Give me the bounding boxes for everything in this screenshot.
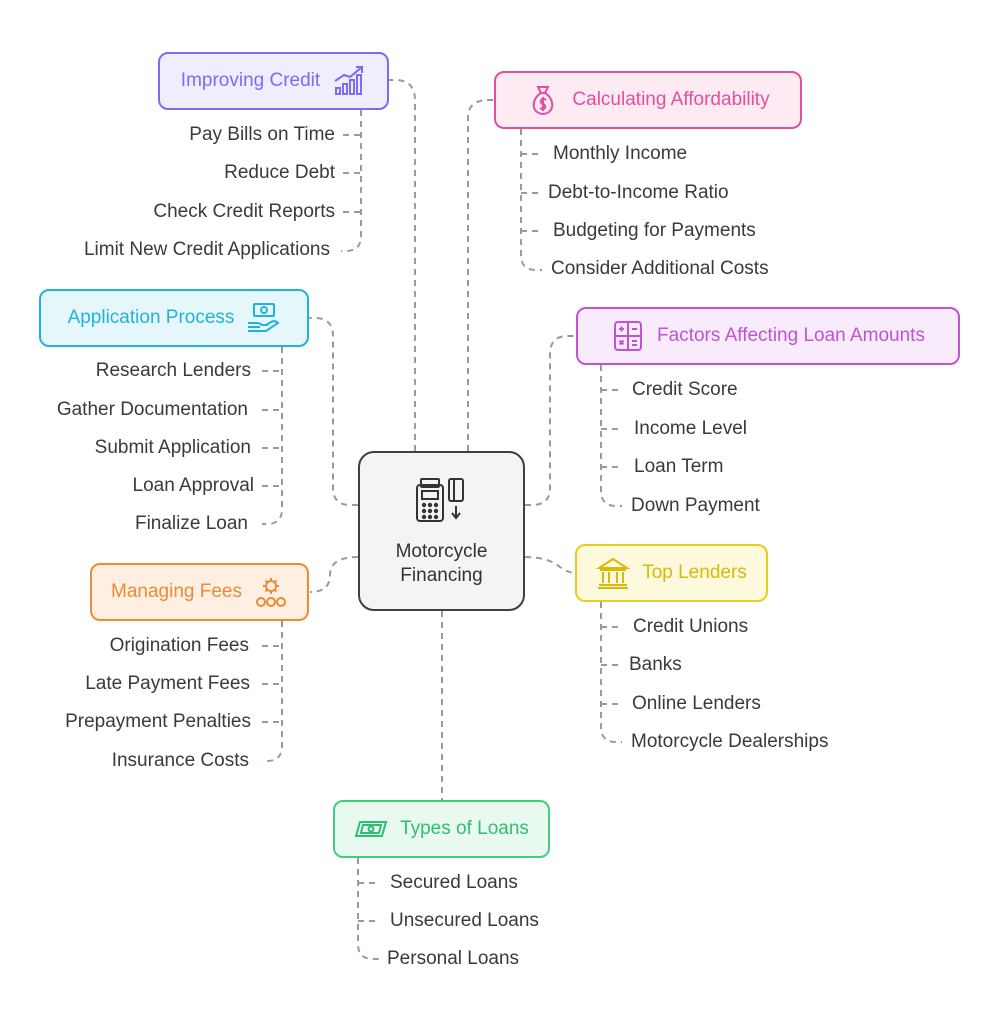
topic-label: Factors Affecting Loan Amounts — [657, 325, 925, 346]
topic-application-process[interactable]: Application Process — [39, 289, 309, 347]
branch-improving-credit — [341, 110, 362, 252]
connector-calculating-affordability — [467, 99, 494, 451]
list-item: Submit Application — [94, 437, 251, 458]
list-item: Banks — [629, 654, 682, 675]
topic-label: Types of Loans — [400, 818, 529, 839]
topic-label: Application Process — [67, 307, 235, 328]
topic-calculating-affordability[interactable]: Calculating Affordability — [494, 71, 802, 129]
list-item: Reduce Debt — [224, 162, 335, 183]
branch-types-of-loans — [357, 858, 380, 960]
topic-label: Managing Fees — [111, 581, 242, 602]
topic-label: Top Lenders — [642, 562, 747, 583]
banknote-icon — [354, 812, 388, 846]
topic-factors-affecting-loan-amounts[interactable]: Factors Affecting Loan Amounts — [576, 307, 960, 365]
list-item: Income Level — [634, 418, 748, 439]
connector-improving-credit — [388, 79, 416, 451]
list-item: Budgeting for Payments — [553, 220, 756, 241]
list-item: Insurance Costs — [111, 750, 249, 771]
branch-managing-fees — [262, 621, 283, 762]
list-item: Debt-to-Income Ratio — [548, 182, 729, 203]
list-item: Research Lenders — [95, 360, 251, 381]
branch-calculating-affordability — [520, 129, 542, 271]
money-bag-icon — [526, 83, 560, 117]
topic-managing-fees[interactable]: Managing Fees — [90, 563, 309, 621]
rising-bar-chart-icon — [332, 64, 366, 98]
branch-factors-loan-amounts — [600, 365, 622, 507]
connector-factors-loan-amounts — [525, 335, 576, 506]
topic-improving-credit[interactable]: Improving Credit — [158, 52, 389, 110]
list-item: Secured Loans — [390, 872, 518, 893]
topic-label: Calculating Affordability — [572, 89, 770, 110]
list-item: Credit Unions — [633, 616, 749, 637]
list-item: Online Lenders — [632, 693, 761, 714]
list-item: Down Payment — [631, 495, 760, 516]
bank-building-icon — [596, 556, 631, 590]
list-item: Personal Loans — [387, 948, 520, 969]
list-item: Monthly Income — [553, 143, 688, 164]
list-item: Finalize Loan — [134, 513, 248, 534]
list-item: Check Credit Reports — [153, 201, 335, 222]
list-item: Gather Documentation — [56, 399, 248, 420]
topic-label: Improving Credit — [180, 70, 321, 91]
list-item: Unsecured Loans — [390, 910, 539, 931]
gear-coins-icon — [254, 575, 288, 609]
connector-application-process — [309, 317, 358, 506]
branch-top-lenders — [600, 602, 622, 743]
list-item: Origination Fees — [109, 635, 249, 656]
calculator-icon — [611, 319, 645, 353]
topic-types-of-loans[interactable]: Types of Loans — [333, 800, 550, 858]
list-item: Loan Term — [634, 456, 724, 477]
topic-top-lenders[interactable]: Top Lenders — [575, 544, 768, 602]
list-item: Motorcycle Dealerships — [631, 731, 829, 752]
branch-application-process — [262, 347, 283, 525]
list-item: Prepayment Penalties — [65, 711, 251, 732]
cash-in-hand-icon — [246, 301, 281, 335]
list-item: Limit New Credit Applications — [83, 239, 330, 260]
list-item: Pay Bills on Time — [189, 124, 335, 145]
connector-top-lenders — [524, 556, 577, 574]
list-item: Consider Additional Costs — [551, 258, 769, 279]
connector-managing-fees — [309, 556, 359, 593]
calculator-card-icon — [411, 475, 473, 534]
list-item: Late Payment Fees — [85, 673, 250, 694]
list-item: Credit Score — [632, 379, 738, 400]
list-item: Loan Approval — [132, 475, 255, 496]
